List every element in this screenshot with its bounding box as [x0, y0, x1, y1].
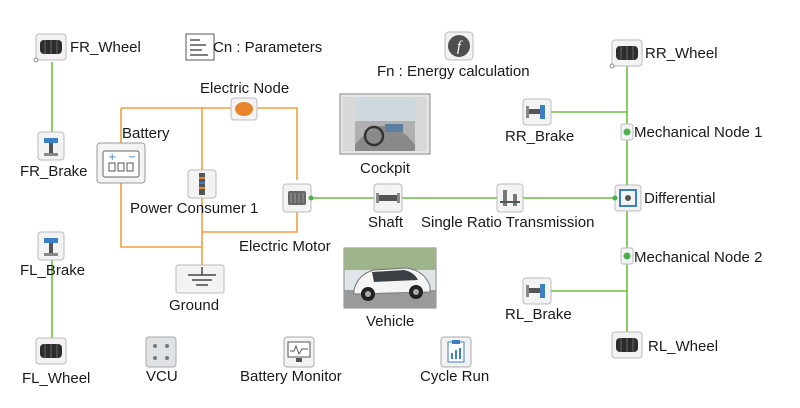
rr-brake-label: RR_Brake: [505, 128, 575, 145]
fl-wheel-label: FL_Wheel: [22, 370, 91, 387]
rr-brake-icon[interactable]: [522, 98, 552, 126]
fl-brake-icon[interactable]: [37, 231, 65, 261]
battery-label: Battery: [122, 125, 170, 142]
rl-wheel-icon[interactable]: [611, 331, 643, 359]
rr-wheel-icon[interactable]: [609, 39, 643, 69]
wire-node-bus: [121, 107, 298, 180]
rr-wheel-label: RR_Wheel: [645, 45, 718, 62]
wire-lower-bus: [202, 212, 298, 233]
monitor-icon[interactable]: [283, 336, 315, 368]
ground-icon[interactable]: [175, 264, 225, 294]
energy-calc-label: Fn : Energy calculation: [377, 63, 530, 80]
vcu-label: VCU: [146, 368, 178, 385]
svg-text:−: −: [128, 152, 136, 163]
rl-brake-icon[interactable]: [522, 277, 552, 305]
differential-icon[interactable]: [612, 184, 642, 212]
function-icon[interactable]: f: [444, 31, 474, 61]
power-consumer-label: Power Consumer 1: [130, 200, 259, 217]
battery-icon[interactable]: + −: [96, 142, 146, 184]
fr-wheel-label: FR_Wheel: [70, 39, 141, 56]
mechanical-node-2-label: Mechanical Node 2: [634, 249, 763, 266]
vcu-icon[interactable]: [145, 336, 177, 368]
mechanical-node-2-icon[interactable]: [620, 247, 634, 265]
cycle-run-icon[interactable]: [440, 336, 472, 368]
svg-text:f: f: [457, 39, 463, 55]
differential-label: Differential: [644, 190, 716, 207]
mechanical-node-1-icon[interactable]: [620, 123, 634, 141]
vehicle-image[interactable]: [343, 247, 437, 309]
cockpit-label: Cockpit: [360, 160, 411, 177]
parameters-icon[interactable]: [185, 33, 215, 61]
mechanical-node-1-label: Mechanical Node 1: [634, 124, 763, 141]
fr-brake-label: FR_Brake: [20, 163, 88, 180]
transmission-icon[interactable]: [496, 183, 524, 213]
electric-node-label: Electric Node: [200, 80, 290, 97]
fl-brake-label: FL_Brake: [20, 262, 86, 279]
fr-brake-icon[interactable]: [37, 131, 65, 161]
resistor-icon[interactable]: [187, 169, 217, 199]
motor-icon[interactable]: [282, 183, 314, 213]
cycle-run-label: Cycle Run: [420, 368, 490, 385]
shaft-label: Shaft: [368, 214, 404, 231]
shaft-icon[interactable]: [373, 183, 403, 213]
cockpit-image[interactable]: [339, 93, 431, 155]
electric-node-icon[interactable]: [230, 97, 258, 121]
rl-wheel-label: RL_Wheel: [648, 338, 719, 355]
mechanical-wires: [51, 62, 628, 338]
battery-monitor-label: Battery Monitor: [240, 368, 342, 385]
fr-wheel-icon[interactable]: [33, 33, 67, 63]
electric-motor-label: Electric Motor: [239, 238, 331, 255]
rl-brake-label: RL_Brake: [505, 306, 572, 323]
vehicle-label: Vehicle: [366, 313, 415, 330]
ground-label: Ground: [169, 297, 220, 314]
fl-wheel-icon[interactable]: [35, 337, 67, 365]
parameters-label: Cn : Parameters: [213, 39, 323, 56]
transmission-label: Single Ratio Transmission: [421, 214, 595, 231]
svg-text:+: +: [108, 152, 116, 163]
